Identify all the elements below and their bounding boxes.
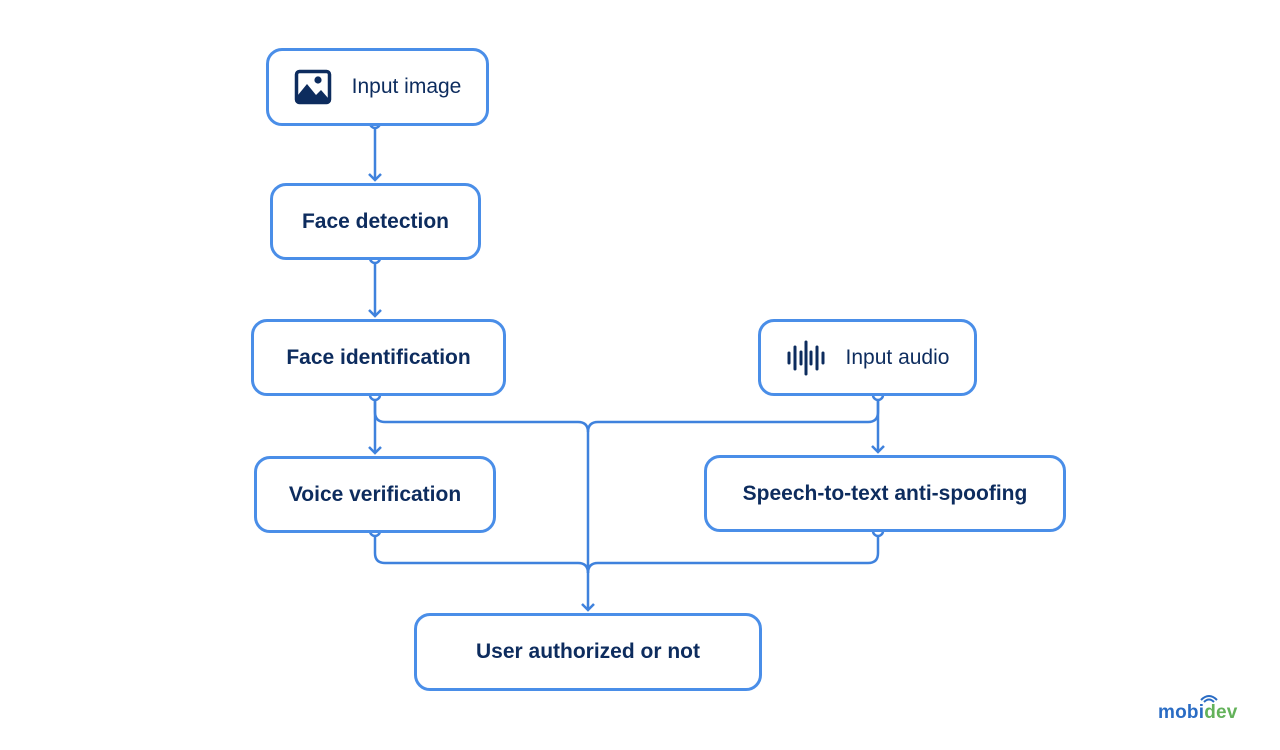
node-voice-verification: Voice verification: [254, 456, 496, 533]
node-label: Face identification: [286, 345, 471, 369]
connector-audio-merge: [586, 400, 880, 433]
connector-speech-merge: [586, 535, 880, 574]
node-input-audio: Input audio: [758, 319, 977, 396]
logo-text-dev: dev: [1204, 702, 1238, 723]
node-label: Voice verification: [288, 482, 462, 506]
node-label: Face detection: [301, 209, 450, 233]
image-icon: [294, 69, 332, 105]
node-input-image: Input image: [266, 48, 489, 126]
node-label: Input audio: [845, 345, 950, 369]
signal-icon: [1200, 695, 1218, 703]
connector-voice-merge: [373, 535, 590, 574]
audio-waveform-icon: [786, 340, 826, 376]
logo-text-mobi: mobi: [1158, 702, 1205, 723]
node-face-detection: Face detection: [270, 183, 481, 260]
node-label: Input image: [351, 75, 462, 98]
node-speech-to-text: Speech-to-text anti-spoofing: [704, 455, 1066, 532]
node-face-identification: Face identification: [251, 319, 506, 396]
mobidev-logo: mobidev: [1158, 695, 1248, 728]
node-label: Speech-to-text anti-spoofing: [742, 481, 1028, 505]
node-user-authorized: User authorized or not: [414, 613, 762, 691]
node-label: User authorized or not: [475, 640, 701, 663]
